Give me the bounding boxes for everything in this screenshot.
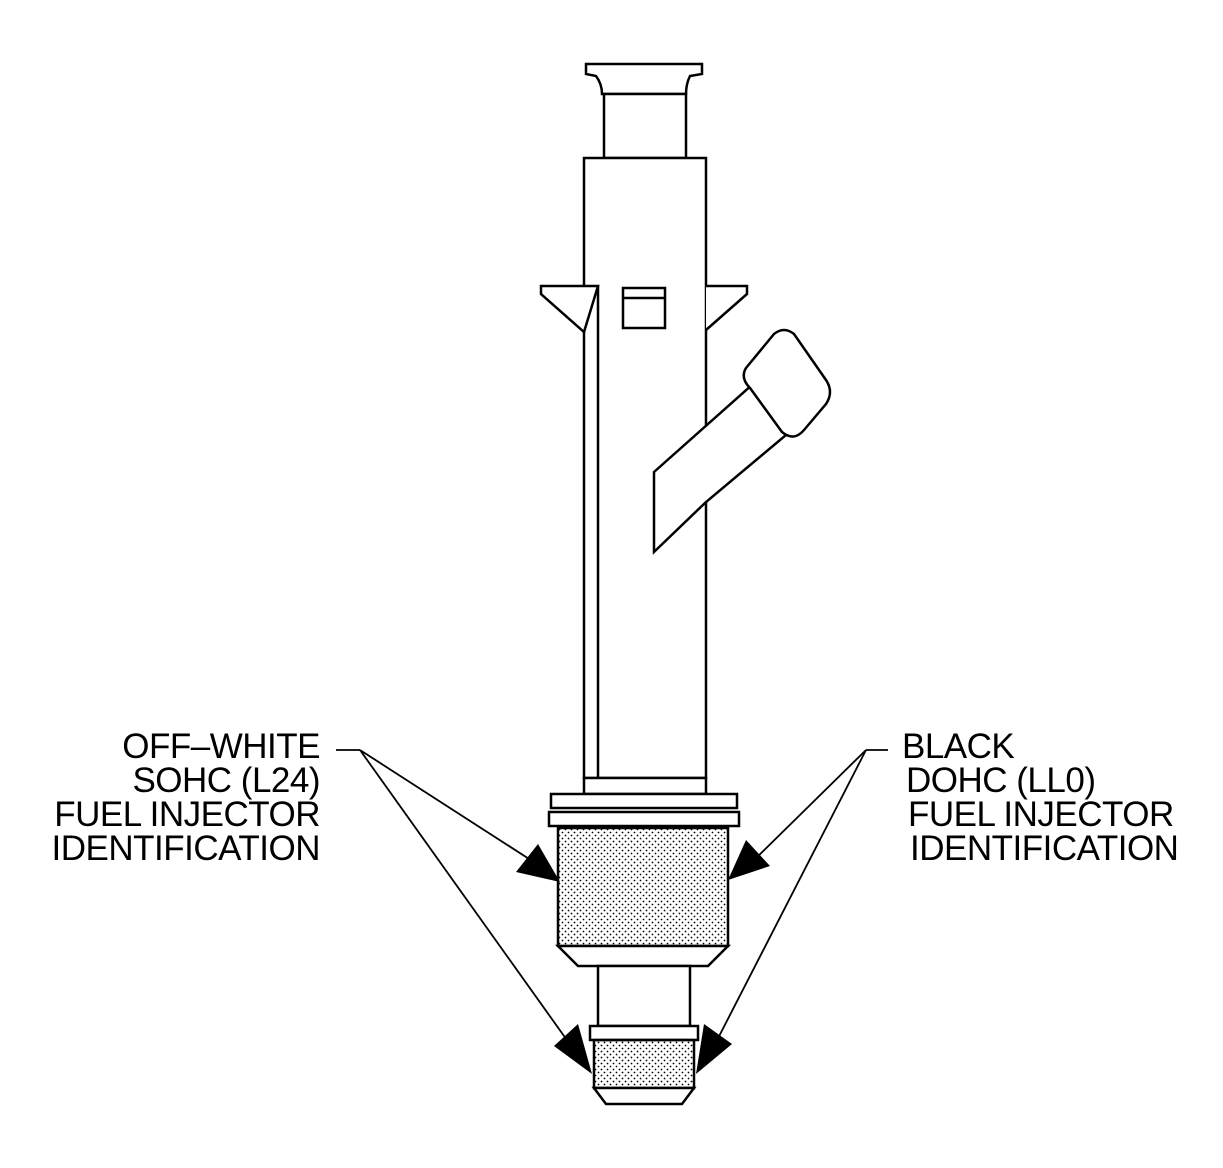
injector-top-cap xyxy=(584,62,704,96)
leader-left-lower xyxy=(359,749,575,1051)
label-right-line2: DOHC (LL0) xyxy=(906,761,1096,800)
injector-lower-neck xyxy=(596,964,692,1028)
sleeve-taper xyxy=(554,944,732,968)
arrowhead-right-lower xyxy=(696,1024,732,1074)
leader-left-upper xyxy=(359,749,541,867)
off-white-sohc-label: OFF–WHITE SOHC (L24) FUEL INJECTOR IDENT… xyxy=(51,727,321,868)
label-left-line2: SOHC (L24) xyxy=(132,761,320,800)
leader-right-upper xyxy=(749,749,867,865)
arrowhead-left-upper xyxy=(516,844,560,882)
connector-stem xyxy=(652,374,794,555)
lower-ring-2 xyxy=(549,792,739,810)
injector-upper-neck xyxy=(602,92,688,160)
retainer-fin-right xyxy=(705,284,749,331)
leader-right-lower xyxy=(711,749,867,1051)
label-left-line1: OFF–WHITE xyxy=(122,727,320,766)
label-right-line1: BLACK xyxy=(902,727,1015,766)
lower-ring-1 xyxy=(582,776,708,796)
connector-head xyxy=(742,328,832,438)
label-left-line3: FUEL INJECTOR xyxy=(54,795,320,834)
lower-ring-3 xyxy=(547,810,741,828)
nozzle-tip xyxy=(591,1086,697,1106)
label-right-line4: IDENTIFICATION xyxy=(910,829,1179,868)
label-left-line4: IDENTIFICATION xyxy=(51,829,321,868)
label-right-line3: FUEL INJECTOR xyxy=(908,795,1174,834)
identification-sleeve-upper xyxy=(556,826,730,948)
identification-sleeve-lower xyxy=(592,1038,696,1090)
retainer-fin-left xyxy=(539,284,600,335)
black-dohc-label: BLACK DOHC (LL0) FUEL INJECTOR IDENTIFIC… xyxy=(902,727,1179,868)
injector-lower-ring xyxy=(588,1024,700,1042)
arrowhead-left-lower xyxy=(554,1024,592,1074)
injector-window xyxy=(621,286,667,330)
arrowhead-right-upper xyxy=(728,840,770,880)
